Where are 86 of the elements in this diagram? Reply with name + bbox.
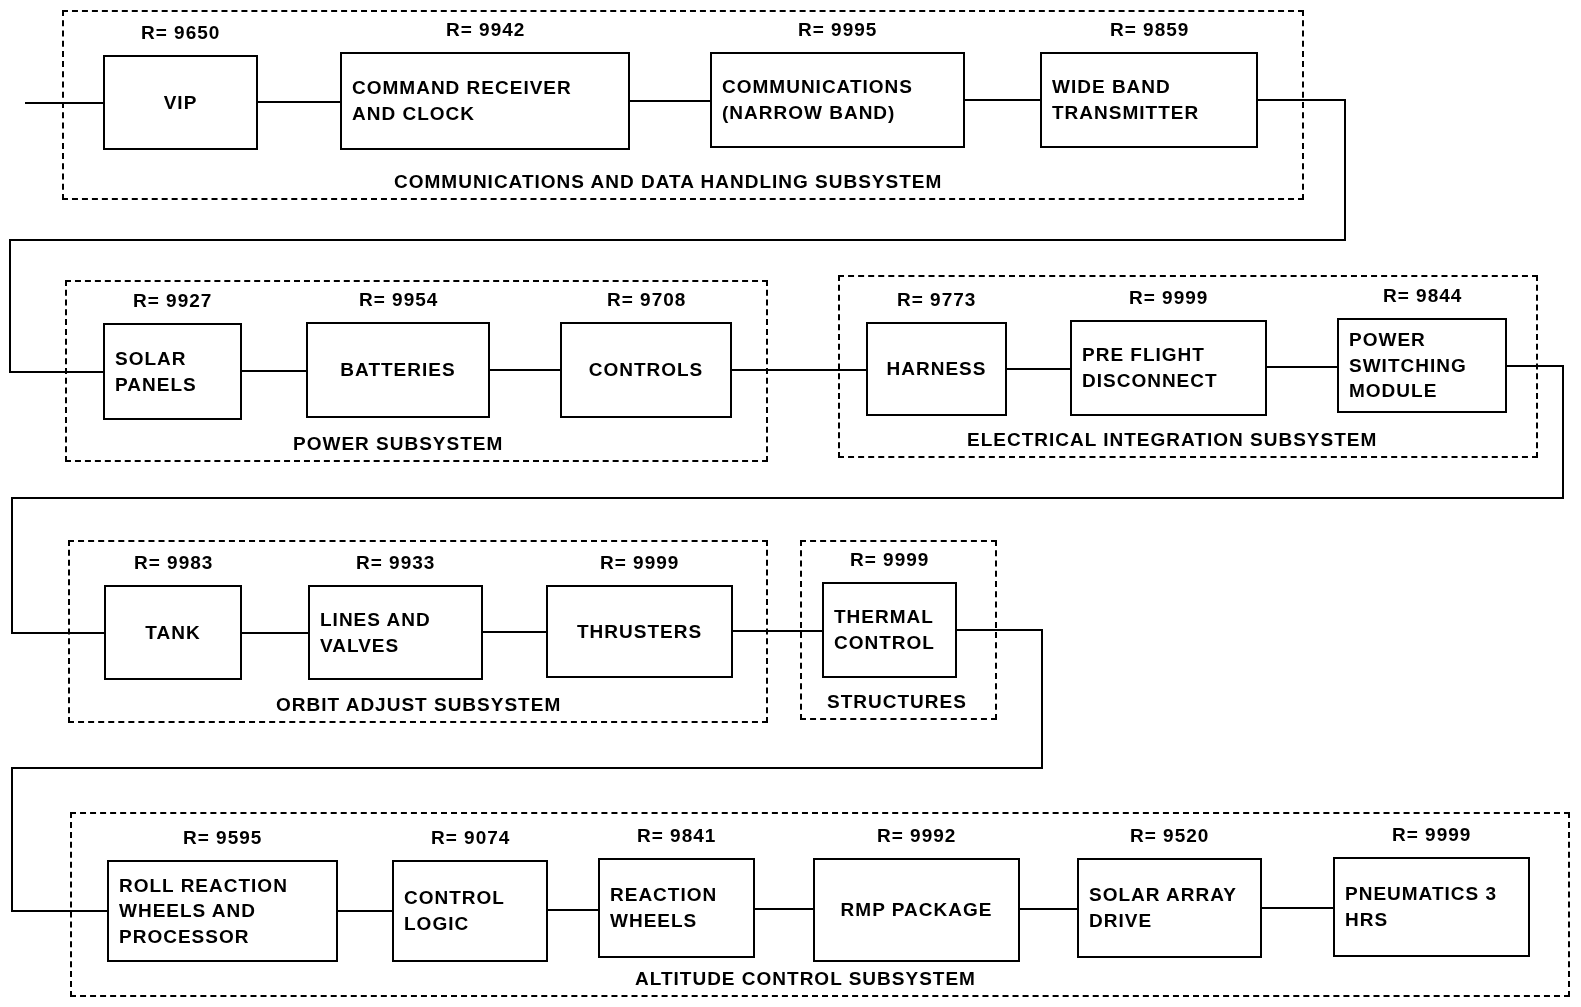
connector-line (1006, 368, 1071, 370)
reliability-value: R= 9844 (1383, 284, 1463, 308)
component-block (1077, 858, 1262, 958)
block-label: THRUSTERS (576, 619, 703, 644)
block-label: WIDE BAND TRANSMITTER (1052, 75, 1201, 125)
connector-line (241, 632, 309, 634)
component-block (1333, 857, 1530, 957)
reliability-value: R= 9708 (607, 288, 687, 312)
block-label: COMMUNICATIONS (NARROW BAND) (722, 75, 914, 125)
block-label: HARNESS (886, 357, 987, 382)
connector-line (964, 99, 1041, 101)
connector-line (24, 102, 104, 104)
reliability-value: R= 9650 (141, 21, 221, 45)
subsystem-frame (65, 280, 768, 462)
reliability-value: R= 9983 (134, 551, 214, 575)
block-label: VIP (163, 90, 198, 115)
connector-line (241, 370, 307, 372)
subsystem-frame (62, 10, 1304, 200)
component-block (104, 585, 242, 680)
connector-line (1019, 908, 1078, 910)
reliability-value: R= 9859 (1110, 18, 1190, 42)
connector-line (754, 908, 814, 910)
block-label: COMMAND RECEIVER AND CLOCK (352, 76, 573, 126)
connector-line (731, 369, 867, 371)
component-block (1337, 318, 1507, 413)
block-label: POWER SWITCHING MODULE (1349, 328, 1468, 404)
connector-line (482, 631, 547, 633)
subsystem-frame (800, 540, 997, 720)
connector-line (11, 365, 1564, 634)
component-block (306, 322, 490, 418)
connector-line (1266, 366, 1338, 368)
block-label: SOLAR PANELS (115, 346, 198, 397)
subsystem-frame (838, 275, 1538, 458)
component-block (710, 52, 965, 148)
connector-line (547, 909, 599, 911)
component-block (546, 585, 733, 678)
reliability-value: R= 9992 (877, 824, 957, 848)
reliability-value: R= 9999 (850, 548, 930, 572)
subsystem-frame (68, 540, 768, 723)
component-block (1040, 52, 1258, 148)
reliability-value: R= 9999 (1129, 286, 1209, 310)
connector-line (257, 101, 341, 103)
connector-line (489, 369, 561, 371)
reliability-value: R= 9074 (431, 826, 511, 850)
component-block (598, 858, 755, 958)
block-label: THERMAL CONTROL (834, 605, 936, 655)
connector-line (1261, 907, 1334, 909)
component-block (107, 860, 338, 962)
component-block (1070, 320, 1267, 416)
connector-line (11, 629, 1043, 912)
block-label: SOLAR ARRAY DRIVE (1089, 883, 1238, 933)
component-block (308, 585, 483, 680)
block-label: PRE FLIGHT DISCONNECT (1082, 343, 1219, 393)
block-label: CONTROL LOGIC (404, 886, 506, 936)
block-label: BATTERIES (340, 358, 456, 383)
block-label: CONTROLS (588, 358, 704, 383)
component-block (822, 582, 957, 678)
reliability-value: R= 9927 (133, 289, 213, 313)
reliability-value: R= 9954 (359, 288, 439, 312)
reliability-value: R= 9942 (446, 18, 526, 42)
reliability-value: R= 9999 (1392, 823, 1472, 847)
connector-line (732, 630, 823, 632)
reliability-value: R= 9841 (637, 824, 717, 848)
reliability-value: R= 9773 (897, 288, 977, 312)
reliability-value: R= 9995 (798, 18, 878, 42)
connector-line (9, 99, 1346, 373)
component-block (866, 322, 1007, 416)
block-label: PNEUMATICS 3 HRS (1345, 882, 1499, 932)
reliability-value: R= 9999 (600, 551, 680, 575)
connector-line (337, 910, 393, 912)
subsystem-frame (70, 812, 1570, 997)
reliability-value: R= 9933 (356, 551, 436, 575)
reliability-value: R= 9595 (183, 826, 263, 850)
component-block (813, 858, 1020, 962)
reliability-value: R= 9520 (1130, 824, 1210, 848)
connector-line (629, 100, 711, 102)
block-label: TANK (145, 620, 201, 645)
block-label: REACTION WHEELS (610, 883, 719, 933)
block-label: RMP PACKAGE (840, 898, 993, 923)
component-block (340, 52, 630, 150)
component-block (560, 322, 732, 418)
component-block (103, 323, 242, 420)
block-label: ROLL REACTION WHEELS AND PROCESSOR (119, 873, 289, 949)
component-block (392, 860, 548, 962)
component-block (103, 55, 258, 150)
block-label: LINES AND VALVES (320, 607, 432, 658)
